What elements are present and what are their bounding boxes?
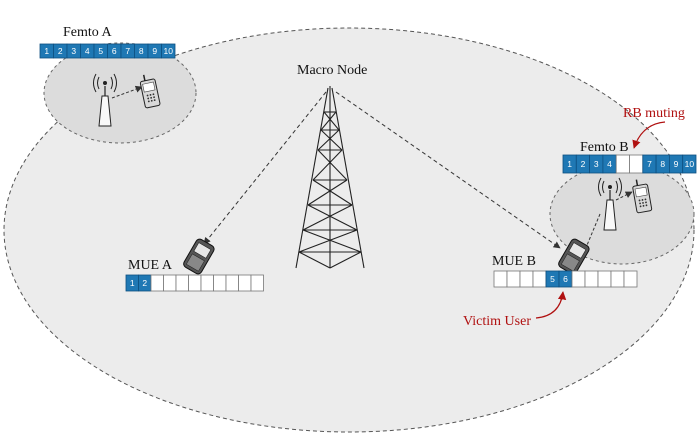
femto-a-rb-cell-label: 9 bbox=[152, 46, 157, 56]
femto-a-rb-cell-label: 4 bbox=[85, 46, 90, 56]
mue-b-rb-cell bbox=[532, 270, 547, 288]
mue-a-rb-cell bbox=[238, 274, 252, 292]
femto-a-rb-cell-label: 1 bbox=[44, 46, 49, 56]
mue-a-rb-cell bbox=[188, 274, 202, 292]
macro-tower-icon bbox=[295, 86, 365, 269]
femto-a-access-point-icon bbox=[93, 73, 117, 127]
femto-a-rb-cell-label: 7 bbox=[125, 46, 130, 56]
femto-a-rb-cell-label: 5 bbox=[98, 46, 103, 56]
femto-b-rb-cell-label: 2 bbox=[581, 159, 586, 169]
femto-a-rb-cell bbox=[161, 43, 176, 59]
femto-a-phone-icon bbox=[139, 74, 161, 109]
femto-a-rb-cell-label: 6 bbox=[112, 46, 117, 56]
victim-user-arrow bbox=[535, 291, 567, 319]
femto-b-rb-cell-label: 9 bbox=[674, 159, 679, 169]
link-macro-to-mue-a bbox=[203, 91, 327, 245]
femto-b-rb-cell-label: 8 bbox=[660, 159, 665, 169]
mue-b-rb-cell bbox=[493, 270, 508, 288]
femto-a-rb-cell-label: 3 bbox=[71, 46, 76, 56]
link-femto-b-to-ue bbox=[615, 191, 633, 201]
rb-muting-label: RB muting bbox=[623, 106, 685, 121]
femto-b-access-point-icon bbox=[598, 177, 622, 231]
femto-b-label: Femto B bbox=[580, 140, 629, 155]
mue-b-rb-cell bbox=[506, 270, 521, 288]
mue-a-rb-cell bbox=[250, 274, 264, 292]
mue-a-rb-cell bbox=[225, 274, 239, 292]
femto-a-rb-cell-label: 10 bbox=[164, 46, 174, 56]
femto-a-cell-coverage bbox=[43, 42, 197, 144]
mue-b-label: MUE B bbox=[492, 254, 536, 269]
mue-a-rb-cell bbox=[175, 274, 189, 292]
mue-a-rb-cell bbox=[150, 274, 164, 292]
femto-b-rb-cell bbox=[682, 154, 697, 174]
femto-b-rb-cell-label: 7 bbox=[647, 159, 652, 169]
femto-b-rb-cell-label: 1 bbox=[567, 159, 572, 169]
link-femto-a-to-ue bbox=[111, 85, 143, 99]
mue-b-phone-icon bbox=[558, 238, 590, 275]
mue-b-rb-cell-label: 6 bbox=[563, 274, 568, 284]
mue-b-rb-cell bbox=[519, 270, 534, 288]
femto-b-rb-cell bbox=[629, 154, 644, 174]
femto-b-phone-icon bbox=[632, 179, 653, 214]
femto-a-rb-cell-label: 2 bbox=[58, 46, 63, 56]
mue-a-rb-cell-label: 2 bbox=[142, 278, 147, 288]
mue-a-rb-cell bbox=[200, 274, 214, 292]
femto-a-label: Femto A bbox=[63, 25, 113, 40]
mue-b-rb-cell bbox=[597, 270, 612, 288]
macro-node-label: Macro Node bbox=[297, 63, 367, 78]
femto-b-rb-cell bbox=[615, 154, 630, 174]
victim-user-label: Victim User bbox=[463, 314, 531, 329]
mue-b-rb-cell bbox=[584, 270, 599, 288]
link-femto-b-interference bbox=[579, 213, 601, 263]
femto-a-rb-cell-label: 8 bbox=[139, 46, 144, 56]
mue-b-rb-cell bbox=[571, 270, 586, 288]
mue-a-phone-icon bbox=[183, 238, 215, 275]
mue-a-rb-cell-label: 1 bbox=[130, 278, 135, 288]
mue-b-rb-cell bbox=[610, 270, 625, 288]
femto-b-rb-cell-label: 4 bbox=[607, 159, 612, 169]
mue-a-label: MUE A bbox=[128, 258, 173, 273]
femto-b-rb-cell-label: 3 bbox=[594, 159, 599, 169]
rb-muting-arrow bbox=[632, 121, 666, 149]
mue-a-rb-cell bbox=[163, 274, 177, 292]
femto-b-rb-cell-label: 10 bbox=[685, 159, 695, 169]
link-macro-to-mue-b bbox=[335, 91, 561, 249]
mue-a-rb-cell bbox=[213, 274, 227, 292]
mue-b-rb-cell-label: 5 bbox=[550, 274, 555, 284]
mue-b-rb-cell bbox=[623, 270, 638, 288]
